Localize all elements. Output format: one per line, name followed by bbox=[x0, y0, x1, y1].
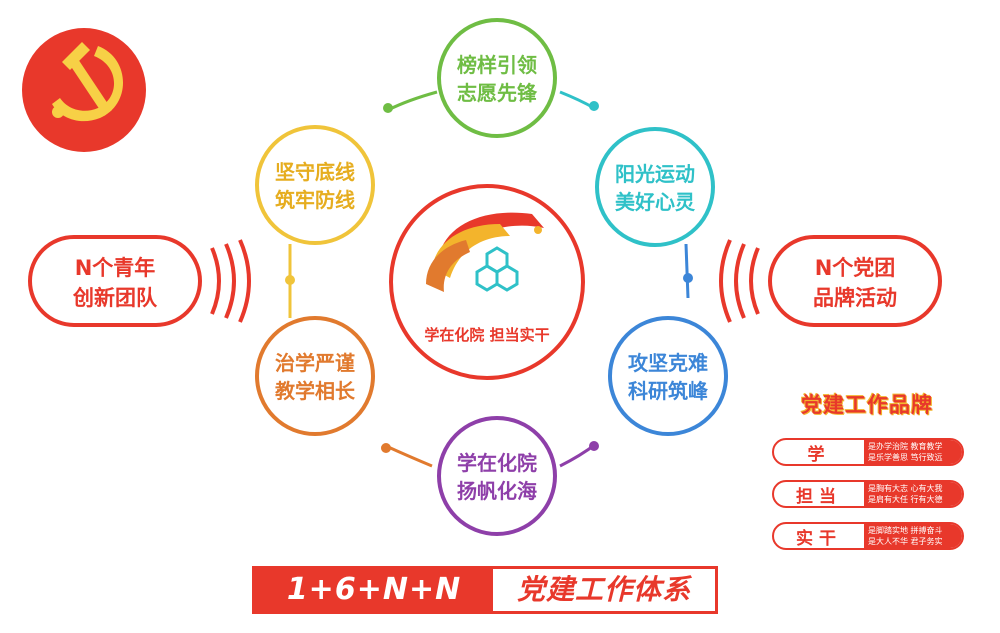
ring-0-line2: 志愿先锋 bbox=[457, 81, 538, 105]
legend-row-0-desc1: 是办学治院 教育教学 bbox=[868, 442, 943, 451]
center-circle: 学在化院 担当实干 bbox=[389, 184, 585, 380]
banner-title: 党建工作体系 bbox=[516, 573, 691, 606]
ring-5-line1: 坚守底线 bbox=[275, 160, 355, 184]
banner-formula: 1+6+N+N bbox=[255, 569, 493, 611]
legend-row-0-desc2: 是乐学善思 笃行致远 bbox=[868, 453, 943, 462]
ring-1: 阳光运动 美好心灵 bbox=[595, 127, 715, 247]
legend-row-2-desc2: 是大人不华 君子务实 bbox=[868, 537, 943, 546]
legend-row-0-key: 学 bbox=[807, 444, 831, 465]
party-emblem bbox=[22, 28, 146, 152]
left-signal-arcs bbox=[210, 239, 251, 323]
legend-row-1-desc2: 是肩有大任 行有大德 bbox=[868, 495, 943, 504]
ring-4: 治学严谨 教学相长 bbox=[255, 316, 375, 436]
right-pill-line1: N个党团 bbox=[815, 256, 896, 280]
ring-1-line1: 阳光运动 bbox=[615, 162, 695, 186]
ring-2-line1: 攻坚克难 bbox=[628, 351, 708, 375]
legend-row-2-key: 实干 bbox=[796, 528, 842, 549]
legend-row-2-desc1: 是脚踏实地 拼搏奋斗 bbox=[868, 526, 943, 535]
ring-connectors bbox=[285, 90, 693, 468]
ring-4-line1: 治学严谨 bbox=[275, 351, 355, 375]
ring-3-line1: 学在化院 bbox=[457, 451, 537, 475]
ring-4-line2: 教学相长 bbox=[275, 379, 356, 403]
system-banner: 1+6+N+N 党建工作体系 bbox=[252, 566, 718, 614]
legend-row-1-desc: 是胸有大志 心有大我 是肩有大任 行有大德 bbox=[864, 482, 962, 506]
ring-5-line2: 筑牢防线 bbox=[275, 188, 355, 212]
right-signal-arcs bbox=[719, 239, 760, 323]
right-pill: N个党团 品牌活动 bbox=[719, 235, 942, 327]
ring-1-line2: 美好心灵 bbox=[615, 190, 696, 214]
right-pill-line2: 品牌活动 bbox=[813, 286, 897, 310]
legend-row-1-key: 担当 bbox=[796, 486, 842, 507]
ring-0-line1: 榜样引领 bbox=[457, 53, 537, 77]
brand-legend: 党建工作品牌 学 是办学治院 教育教学 是乐学善思 笃行致远 担当 是胸有大志 … bbox=[772, 388, 968, 558]
ring-3-line2: 扬帆化海 bbox=[457, 479, 537, 503]
left-pill: N个青年 创新团队 bbox=[28, 235, 251, 327]
ring-0: 榜样引领 志愿先锋 bbox=[437, 18, 557, 138]
college-logo-icon bbox=[426, 212, 544, 292]
legend-row-2-desc: 是脚踏实地 拼搏奋斗 是大人不华 君子务实 bbox=[864, 524, 962, 548]
ring-2-line2: 科研筑峰 bbox=[628, 379, 708, 403]
legend-row-1: 担当 是胸有大志 心有大我 是肩有大任 行有大德 bbox=[772, 480, 964, 508]
ring-3: 学在化院 扬帆化海 bbox=[437, 416, 557, 536]
center-caption: 学在化院 担当实干 bbox=[424, 326, 549, 344]
left-pill-line1: N个青年 bbox=[75, 256, 156, 280]
ring-5: 坚守底线 筑牢防线 bbox=[255, 125, 375, 245]
legend-row-2: 实干 是脚踏实地 拼搏奋斗 是大人不华 君子务实 bbox=[772, 522, 964, 550]
hammer-sickle-icon bbox=[52, 42, 124, 122]
legend-row-1-desc1: 是胸有大志 心有大我 bbox=[868, 484, 943, 493]
legend-row-0: 学 是办学治院 教育教学 是乐学善思 笃行致远 bbox=[772, 438, 964, 466]
ring-2: 攻坚克难 科研筑峰 bbox=[608, 316, 728, 436]
left-pill-line2: 创新团队 bbox=[72, 286, 158, 310]
legend-row-0-desc: 是办学治院 教育教学 是乐学善思 笃行致远 bbox=[864, 440, 962, 464]
legend-title: 党建工作品牌 bbox=[801, 393, 933, 417]
